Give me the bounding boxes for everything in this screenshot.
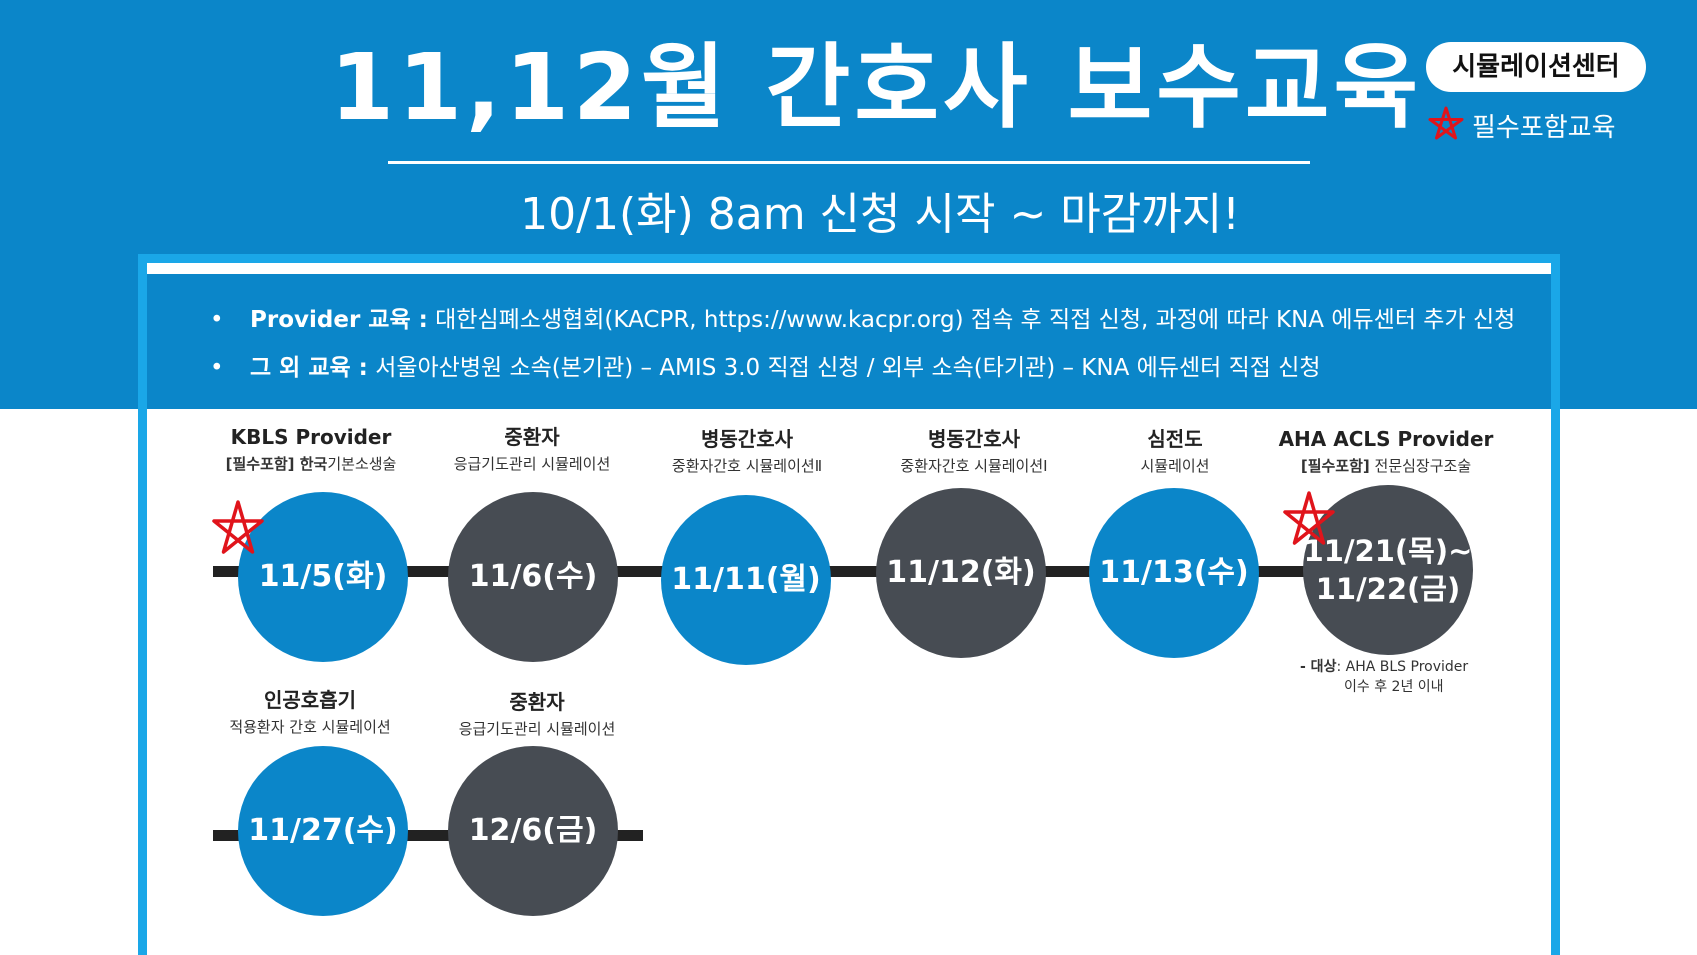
info-row-other: •그 외 교육 : 서울아산병원 소속(본기관) – AMIS 3.0 직접 신…: [210, 355, 1321, 381]
event-subtitle: 적용환자 간호 시뮬레이션: [229, 718, 391, 736]
event-date: 11/6(수): [468, 559, 598, 594]
event-date-circle: 11/6(수): [448, 492, 618, 662]
event-date-circle: 12/6(금): [448, 746, 618, 916]
info-row-provider: •Provider 교육 : 대한심폐소생협회(KACPR, https://w…: [210, 307, 1516, 333]
event-subtitle: [필수포함] 전문심장구조술: [1300, 457, 1472, 475]
event-title: AHA ACLS Provider: [1278, 427, 1494, 451]
event-date-circle: 11/11(월): [661, 495, 831, 665]
event-label: 심전도 시뮬레이션: [1055, 425, 1295, 479]
event-subtitle: 응급기도관리 시뮬레이션: [458, 720, 616, 738]
event-subtitle: 응급기도관리 시뮬레이션: [453, 455, 611, 473]
event-label: KBLS Provider [필수포함] 한국기본소생술: [191, 423, 431, 477]
event-date: 11/21(목)~: [1303, 534, 1473, 568]
eligibility-note: - 대상: AHA BLS Provider 이수 후 2년 이내: [1300, 659, 1469, 695]
event-date: 11/12(화): [886, 555, 1036, 590]
event-label: 중환자 응급기도관리 시뮬레이션: [412, 423, 652, 477]
legend-label: 필수포함교육: [1472, 112, 1616, 143]
event-date: 11/27(수): [248, 813, 398, 848]
event-subtitle: 시뮬레이션: [1140, 457, 1210, 475]
event-date-circle: 11/5(화): [238, 492, 408, 662]
event-title: 중환자: [504, 425, 560, 449]
event-title: 병동간호사: [701, 427, 793, 451]
info-text: 대한심폐소생협회(KACPR, https://www.kacpr.org) 접…: [435, 307, 1516, 333]
info-text: 서울아산병원 소속(본기관) – AMIS 3.0 직접 신청 / 외부 소속(…: [375, 355, 1321, 381]
event-date: 11/11(월): [671, 562, 821, 597]
event-subtitle: 중환자간호 시뮬레이션Ⅱ: [671, 457, 823, 475]
event-date: 11/13(수): [1099, 555, 1249, 590]
event-title: 병동간호사: [928, 427, 1020, 451]
event-date-circle: 11/13(수): [1089, 488, 1259, 658]
star-icon: [1283, 491, 1335, 545]
star-icon: [1428, 106, 1464, 140]
event-date: 11/5(화): [258, 559, 388, 594]
event-label: 병동간호사 중환자간호 시뮬레이션Ⅰ: [854, 425, 1094, 479]
title-underline: [388, 161, 1310, 164]
info-label: Provider 교육 :: [250, 307, 428, 333]
event-label: 인공호흡기 적용환자 간호 시뮬레이션: [190, 686, 430, 740]
event-title: 중환자: [509, 690, 565, 714]
info-label: 그 외 교육 :: [250, 355, 368, 381]
registration-period: 10/1(화) 8am 신청 시작 ~ 마감까지!: [520, 189, 1240, 240]
event-date: 11/22(금): [1315, 572, 1461, 606]
simulation-center-badge: 시뮬레이션센터: [1426, 42, 1646, 92]
event-date-circle: 11/27(수): [238, 746, 408, 916]
info-panel: [147, 274, 1551, 409]
page-title: 11,12월 간호사 보수교육: [330, 34, 1423, 141]
event-label: 중환자 응급기도관리 시뮬레이션: [417, 688, 657, 742]
event-label: AHA ACLS Provider [필수포함] 전문심장구조술: [1266, 425, 1506, 479]
event-subtitle: [필수포함] 한국기본소생술: [225, 455, 397, 473]
event-label: 병동간호사 중환자간호 시뮬레이션Ⅱ: [627, 425, 867, 479]
timeline-line-2: [213, 830, 643, 841]
star-icon: [212, 500, 264, 554]
required-legend: 필수포함교육: [1426, 103, 1616, 147]
event-date: 12/6(금): [468, 813, 598, 848]
event-title: 인공호흡기: [264, 688, 356, 712]
event-subtitle: 중환자간호 시뮬레이션Ⅰ: [900, 457, 1048, 475]
schedule-frame: [138, 254, 1560, 955]
event-date-circle: 11/12(화): [876, 488, 1046, 658]
event-title: 심전도: [1147, 427, 1203, 451]
event-title: KBLS Provider: [230, 425, 392, 449]
